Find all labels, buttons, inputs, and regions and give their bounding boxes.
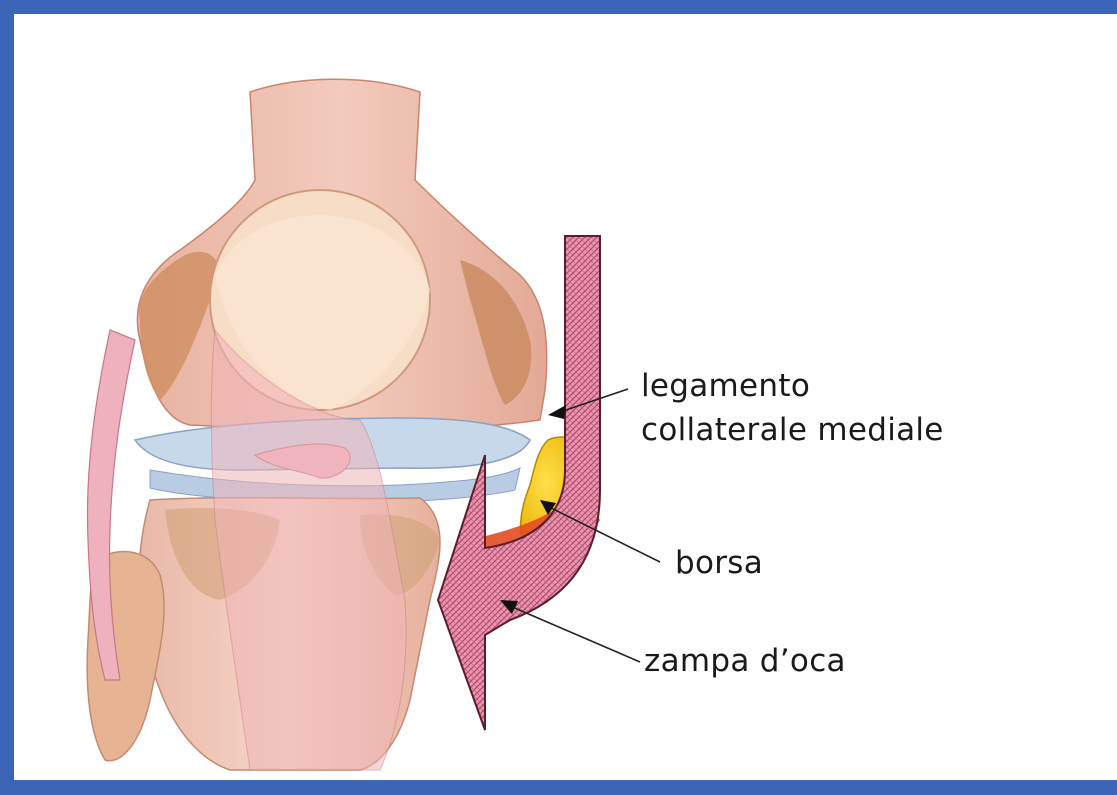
label-borsa: borsa bbox=[675, 545, 763, 581]
label-collaterale-mediale: collaterale mediale bbox=[641, 412, 944, 448]
label-zampa-doca: zampa d’oca bbox=[644, 643, 846, 679]
label-legamento: legamento bbox=[641, 368, 810, 404]
